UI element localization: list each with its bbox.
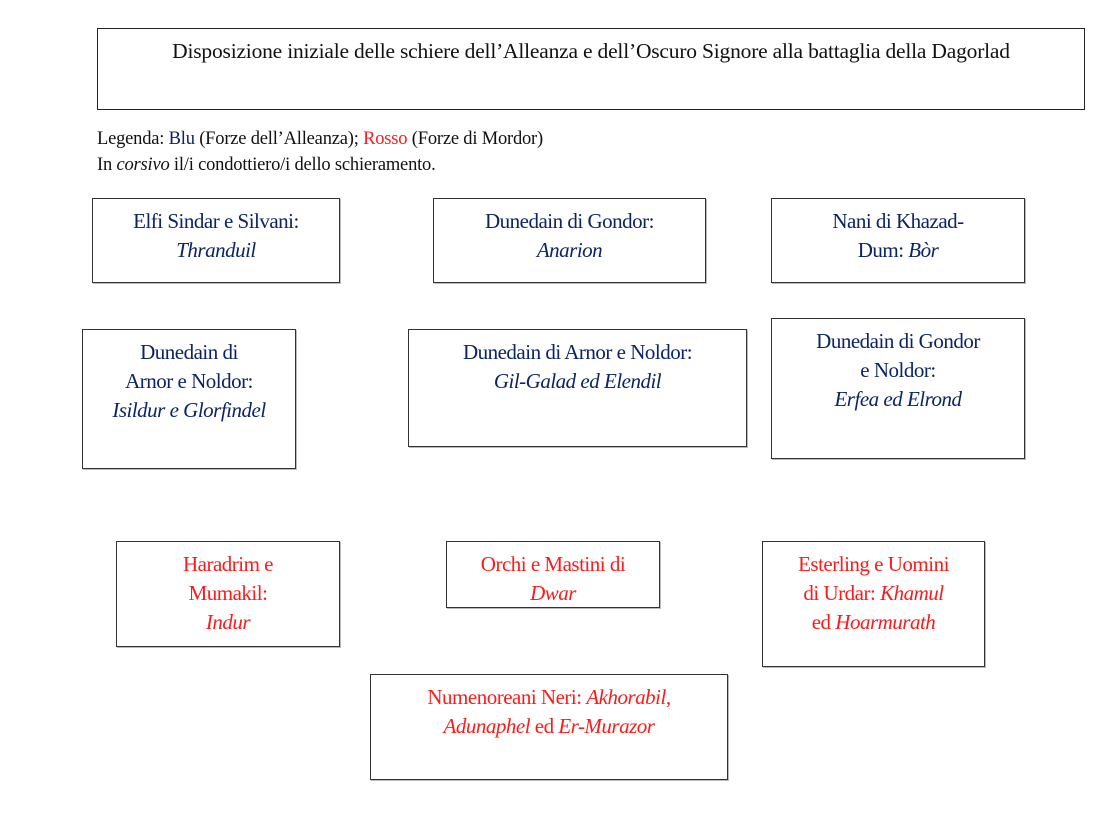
leader-name: Akhorabil, (586, 685, 671, 709)
box-line: ed Hoarmurath (763, 608, 984, 637)
box-line: Dwar (447, 579, 659, 608)
legend-italic-suffix: il/i condottiero/i dello schieramento. (169, 155, 436, 175)
army-text: Dunedain di Arnor e Noldor: (462, 340, 693, 364)
leader-name: Bòr (908, 238, 939, 262)
box-line: Isildur e Glorfindel (83, 396, 295, 425)
legend-italic-prefix: In (97, 155, 117, 175)
army-text: ed (811, 610, 836, 634)
leader-name: Erfea ed Elrond (834, 387, 962, 411)
box-line: Orchi e Mastini di (447, 550, 659, 579)
leader-name: Anarion (536, 238, 603, 262)
diagram-title: Disposizione iniziale delle schiere dell… (97, 28, 1085, 110)
leader-name: Dwar (530, 581, 576, 605)
box-line: Dunedain di (83, 338, 295, 367)
leader-name: Gil-Galad ed Elendil (493, 369, 662, 393)
army-text: Dunedain di Gondor: (485, 209, 654, 233)
legend-italic-word: corsivo (116, 155, 170, 175)
leader-name: Isildur e Glorfindel (112, 398, 266, 422)
army-text: Dunedain di Gondor (816, 329, 980, 353)
box-line: Haradrim e (117, 550, 339, 579)
legend-line-italic: In corsivo il/i condottiero/i dello schi… (97, 152, 543, 178)
box-line: Nani di Khazad- (772, 207, 1024, 236)
box-line: Esterling e Uomini (763, 550, 984, 579)
army-box-dunedain-arnor-isildur: Dunedain di Arnor e Noldor: Isildur e Glor… (82, 329, 296, 469)
leader-name: Adunaphel (443, 714, 531, 738)
legend-blue-word: Blu (168, 129, 195, 149)
army-text: Mumakil: (188, 581, 268, 605)
army-box-orchi: Orchi e Mastini di Dwar (446, 541, 660, 608)
army-text: Esterling e Uomini (798, 552, 949, 576)
leader-name: Thranduil (176, 238, 256, 262)
army-text: Orchi e Mastini di (480, 552, 626, 576)
army-text: di Urdar: (803, 581, 881, 605)
box-line: Erfea ed Elrond (772, 385, 1024, 414)
box-line: Adunaphel ed Er-Murazor (371, 712, 727, 741)
box-line: Indur (117, 608, 339, 637)
legend-red-desc: (Forze di Mordor) (407, 129, 543, 149)
army-text: Arnor e Noldor: (125, 369, 253, 393)
box-line: e Noldor: (772, 356, 1024, 385)
army-box-nani-khazad-dum: Nani di Khazad- Dum: Bòr (771, 198, 1025, 283)
army-text: Dum: (857, 238, 909, 262)
leader-name: Hoarmurath (835, 610, 936, 634)
army-text: Numenoreani Neri: (427, 685, 587, 709)
army-text: Dunedain di (140, 340, 238, 364)
army-box-dunedain-arnor-gil-galad: Dunedain di Arnor e Noldor: Gil-Galad ed … (408, 329, 747, 447)
legend-red-word: Rosso (363, 129, 408, 149)
box-line: Arnor e Noldor: (83, 367, 295, 396)
army-text: Haradrim e (182, 552, 274, 576)
legend-line-colors: Legenda: Blu (Forze dell’Alleanza); Ross… (97, 126, 543, 152)
box-line: Dunedain di Gondor: (434, 207, 705, 236)
army-text: e Noldor: (860, 358, 936, 382)
box-line: Mumakil: (117, 579, 339, 608)
box-line: Gil-Galad ed Elendil (409, 367, 746, 396)
army-box-haradrim: Haradrim e Mumakil: Indur (116, 541, 340, 647)
box-line: Anarion (434, 236, 705, 265)
box-line: Elfi Sindar e Silvani: (93, 207, 339, 236)
army-box-numenoreani-neri: Numenoreani Neri: Akhorabil,Adunaphel ed… (370, 674, 728, 780)
army-box-elfi-sindar: Elfi Sindar e Silvani: Thranduil (92, 198, 340, 283)
box-line: Numenoreani Neri: Akhorabil, (371, 683, 727, 712)
box-line: Dum: Bòr (772, 236, 1024, 265)
box-line: Dunedain di Gondor (772, 327, 1024, 356)
box-line: di Urdar: Khamul (763, 579, 984, 608)
leader-name: Er-Murazor (558, 714, 655, 738)
legend-blue-desc: (Forze dell’Alleanza); (194, 129, 364, 149)
army-box-dunedain-gondor-noldor: Dunedain di Gondor e Noldor: Erfea ed Elro… (771, 318, 1025, 459)
legend-label: Legenda: (97, 129, 169, 149)
box-line: Dunedain di Arnor e Noldor: (409, 338, 746, 367)
army-box-dunedain-gondor: Dunedain di Gondor: Anarion (433, 198, 706, 283)
army-text: ed (530, 714, 559, 738)
leader-name: Indur (205, 610, 251, 634)
legend: Legenda: Blu (Forze dell’Alleanza); Ross… (97, 126, 543, 178)
army-text: Nani di Khazad- (832, 209, 964, 233)
army-text: Elfi Sindar e Silvani: (133, 209, 299, 233)
leader-name: Khamul (880, 581, 944, 605)
box-line: Thranduil (93, 236, 339, 265)
